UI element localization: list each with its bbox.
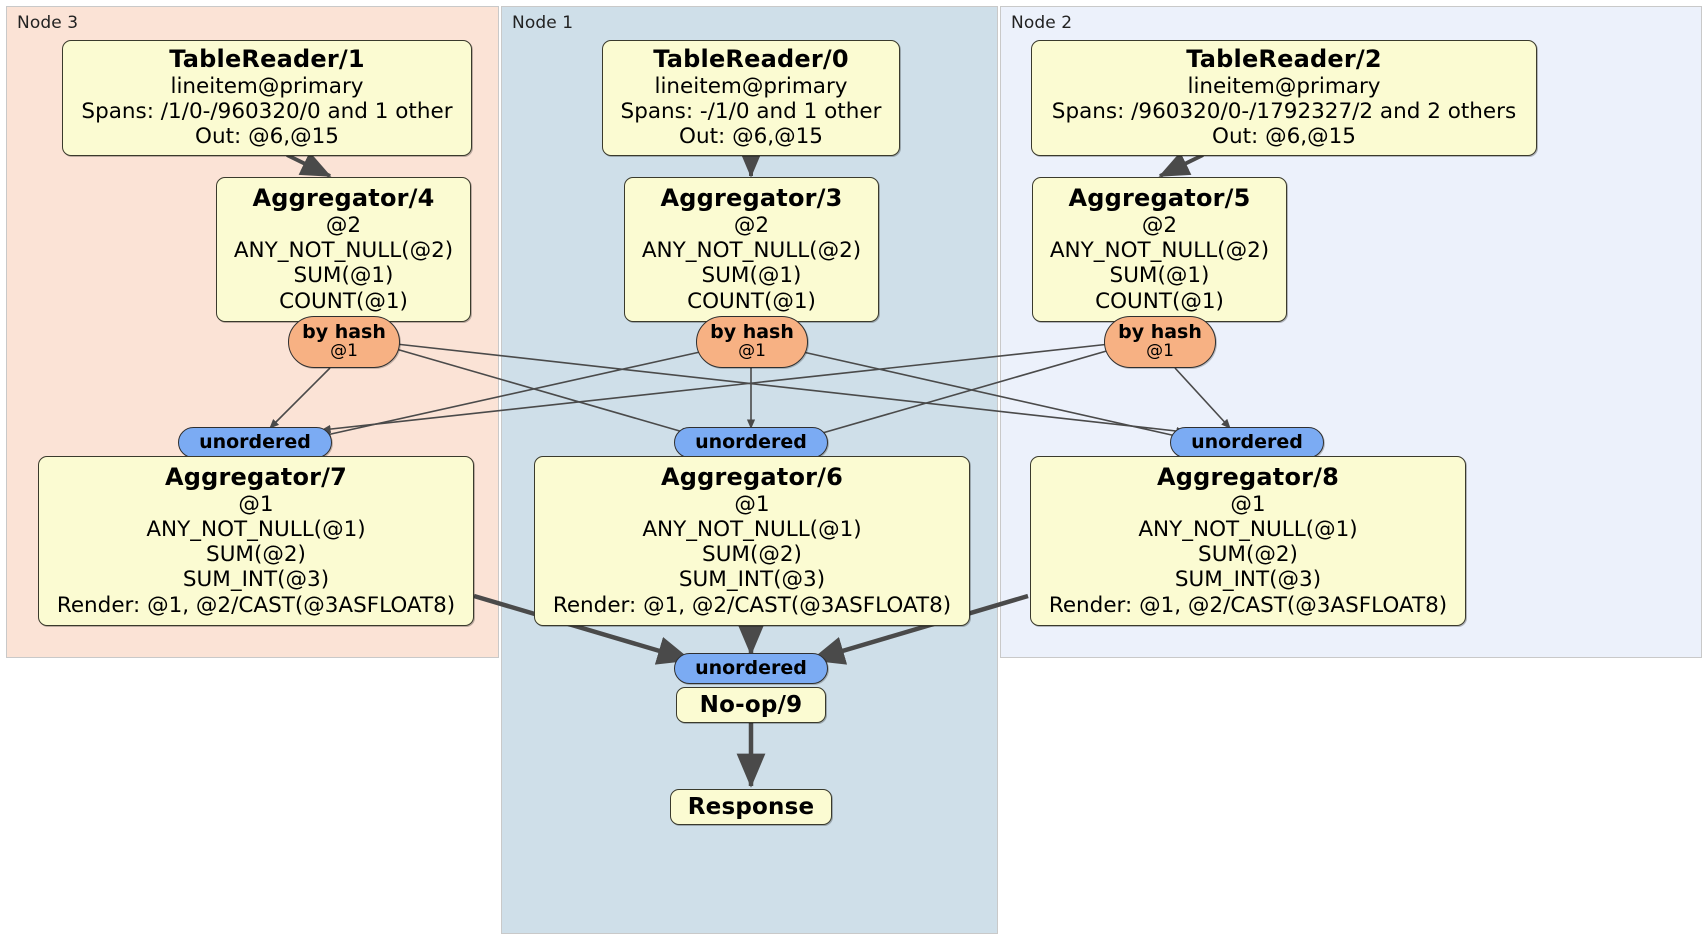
synchronizer-unordered-agg6[interactable]: unordered [674, 427, 828, 458]
processor-response[interactable]: Response [670, 789, 832, 825]
processor-aggregator-4[interactable]: Aggregator/4 @2 ANY_NOT_NULL(@2) SUM(@1)… [216, 177, 471, 322]
aggregator-5-group: @2 [1141, 213, 1178, 239]
aggregator-8-title: Aggregator/8 [1156, 463, 1340, 492]
router-by-hash-agg4[interactable]: by hash @1 [288, 316, 400, 368]
router-by-hash-agg5-type: by hash [1118, 321, 1202, 344]
processor-table-reader-0[interactable]: TableReader/0 lineitem@primary Spans: -/… [602, 40, 900, 156]
processor-aggregator-7[interactable]: Aggregator/7 @1 ANY_NOT_NULL(@1) SUM(@2)… [38, 456, 474, 626]
aggregator-8-group: @1 [1230, 492, 1266, 518]
aggregator-8-func-1: ANY_NOT_NULL(@1) [1138, 517, 1358, 543]
node-panel-label-node1: Node 1 [512, 13, 574, 33]
aggregator-3-title: Aggregator/3 [660, 184, 843, 213]
synchronizer-unordered-noop[interactable]: unordered [674, 653, 828, 684]
synchronizer-unordered-agg7-label: unordered [199, 430, 311, 453]
table-reader-0-title: TableReader/0 [653, 45, 849, 74]
processor-aggregator-5[interactable]: Aggregator/5 @2 ANY_NOT_NULL(@2) SUM(@1)… [1032, 177, 1287, 322]
router-by-hash-agg5[interactable]: by hash @1 [1104, 316, 1216, 368]
aggregator-4-func-2: SUM(@1) [293, 263, 394, 289]
aggregator-7-func-2: SUM(@2) [206, 542, 306, 568]
synchronizer-unordered-agg6-label: unordered [695, 430, 807, 453]
table-reader-1-table: lineitem@primary [170, 74, 364, 100]
synchronizer-unordered-agg8-label: unordered [1191, 430, 1303, 453]
router-by-hash-agg5-key: @1 [1146, 341, 1174, 362]
aggregator-5-func-3: COUNT(@1) [1095, 288, 1224, 314]
aggregator-4-title: Aggregator/4 [252, 184, 435, 213]
aggregator-3-group: @2 [733, 213, 770, 239]
aggregator-5-func-2: SUM(@1) [1109, 263, 1210, 289]
synchronizer-unordered-agg7[interactable]: unordered [178, 427, 332, 458]
aggregator-7-group: @1 [238, 492, 274, 518]
table-reader-2-spans: Spans: /960320/0-/1792327/2 and 2 others [1051, 99, 1517, 125]
aggregator-5-func-1: ANY_NOT_NULL(@2) [1049, 238, 1270, 264]
aggregator-7-func-3: SUM_INT(@3) [182, 567, 330, 593]
aggregator-6-func-1: ANY_NOT_NULL(@1) [642, 517, 862, 543]
aggregator-8-func-2: SUM(@2) [1198, 542, 1298, 568]
router-by-hash-agg3-type: by hash [710, 321, 794, 344]
aggregator-6-func-2: SUM(@2) [702, 542, 802, 568]
aggregator-8-render: Render: @1, @2/CAST(@3ASFLOAT8) [1048, 592, 1448, 618]
response-title: Response [687, 793, 815, 820]
aggregator-7-title: Aggregator/7 [164, 463, 348, 492]
aggregator-6-group: @1 [734, 492, 770, 518]
node-panel-label-node2: Node 2 [1011, 13, 1073, 33]
aggregator-4-func-1: ANY_NOT_NULL(@2) [233, 238, 454, 264]
aggregator-6-render: Render: @1, @2/CAST(@3ASFLOAT8) [552, 592, 952, 618]
aggregator-3-func-1: ANY_NOT_NULL(@2) [641, 238, 862, 264]
no-op-9-title: No-op/9 [699, 691, 803, 718]
processor-aggregator-8[interactable]: Aggregator/8 @1 ANY_NOT_NULL(@1) SUM(@2)… [1030, 456, 1466, 626]
router-by-hash-agg3[interactable]: by hash @1 [696, 316, 808, 368]
aggregator-3-func-3: COUNT(@1) [687, 288, 816, 314]
router-by-hash-agg3-key: @1 [738, 341, 766, 362]
aggregator-4-func-3: COUNT(@1) [279, 288, 408, 314]
aggregator-5-title: Aggregator/5 [1068, 184, 1251, 213]
aggregator-6-func-3: SUM_INT(@3) [678, 567, 826, 593]
aggregator-3-func-2: SUM(@1) [701, 263, 802, 289]
table-reader-0-table: lineitem@primary [654, 74, 848, 100]
table-reader-2-out: Out: @6,@15 [1212, 124, 1356, 150]
aggregator-4-group: @2 [325, 213, 362, 239]
table-reader-1-title: TableReader/1 [169, 45, 365, 74]
synchronizer-unordered-agg8[interactable]: unordered [1170, 427, 1324, 458]
table-reader-0-out: Out: @6,@15 [679, 124, 823, 150]
aggregator-7-render: Render: @1, @2/CAST(@3ASFLOAT8) [56, 592, 456, 618]
table-reader-1-out: Out: @6,@15 [195, 124, 339, 150]
synchronizer-unordered-noop-label: unordered [695, 656, 807, 679]
processor-aggregator-3[interactable]: Aggregator/3 @2 ANY_NOT_NULL(@2) SUM(@1)… [624, 177, 879, 322]
node-panel-label-node3: Node 3 [17, 13, 79, 33]
table-reader-0-spans: Spans: -/1/0 and 1 other [620, 99, 882, 125]
table-reader-2-title: TableReader/2 [1186, 45, 1382, 74]
table-reader-1-spans: Spans: /1/0-/960320/0 and 1 other [81, 99, 453, 125]
aggregator-6-title: Aggregator/6 [660, 463, 844, 492]
processor-no-op-9[interactable]: No-op/9 [676, 687, 826, 723]
router-by-hash-agg4-type: by hash [302, 321, 386, 344]
processor-table-reader-2[interactable]: TableReader/2 lineitem@primary Spans: /9… [1031, 40, 1537, 156]
processor-aggregator-6[interactable]: Aggregator/6 @1 ANY_NOT_NULL(@1) SUM(@2)… [534, 456, 970, 626]
router-by-hash-agg4-key: @1 [330, 341, 358, 362]
aggregator-7-func-1: ANY_NOT_NULL(@1) [146, 517, 366, 543]
table-reader-2-table: lineitem@primary [1187, 74, 1381, 100]
aggregator-8-func-3: SUM_INT(@3) [1174, 567, 1322, 593]
processor-table-reader-1[interactable]: TableReader/1 lineitem@primary Spans: /1… [62, 40, 472, 156]
